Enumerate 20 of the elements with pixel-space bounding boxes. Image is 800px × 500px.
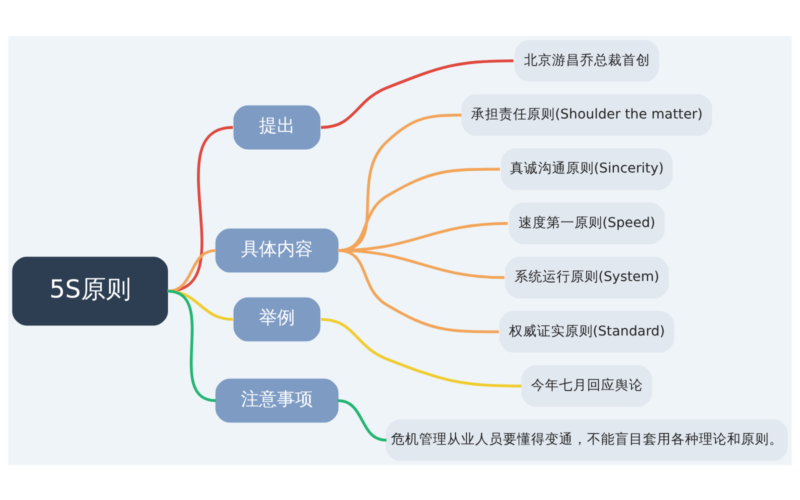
connector [320, 317, 522, 387]
node-box: 系统运行原则(System) [505, 256, 669, 298]
node-box: 真诚沟通原则(Sincerity) [501, 148, 673, 190]
node-box: 注意事项 [215, 378, 338, 422]
node-box: 具体内容 [215, 228, 338, 272]
connector [338, 248, 499, 333]
node-box: 危机管理从业人员要懂得变通，不能盲目套用各种理论和原则。 [386, 418, 788, 461]
node-box: 今年七月回应舆论 [521, 364, 652, 406]
node-box: 承担责任原则(Shoulder the matter) [462, 94, 712, 136]
connector [167, 289, 216, 402]
node-box: 举例 [233, 296, 320, 341]
connector [338, 398, 387, 442]
connector [167, 126, 234, 292]
node-box: 5S原则 [12, 256, 168, 326]
node-box: 速度第一原则(Speed) [508, 202, 665, 244]
node-box: 提出 [233, 104, 320, 149]
connector [167, 248, 216, 292]
node-box: 北京游昌乔总裁首创 [514, 39, 660, 82]
node-box: 权威证实原则(Standard) [499, 310, 674, 352]
connector [320, 58, 514, 128]
